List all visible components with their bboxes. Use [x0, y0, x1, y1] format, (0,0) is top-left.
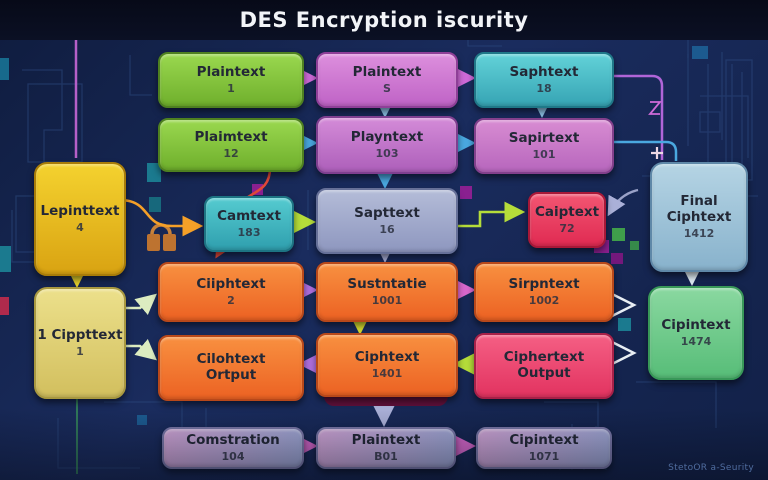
connector-wires [74, 40, 678, 474]
node-plaintext-1: Plaintext 1 [158, 52, 304, 108]
wire-saphtext-to-final [610, 74, 664, 160]
node-label: Plaintext [351, 432, 421, 449]
node-ciiphtext-2: Ciiphtext 2 [158, 262, 304, 322]
node-label: Plaintext [352, 64, 422, 81]
node-final-ciphtext-1412: Final Ciphtext 1412 [650, 162, 748, 272]
node-value: B01 [374, 449, 398, 463]
node-plaintext-b01: Plaintext B01 [316, 427, 456, 469]
node-cilohtext-ortput: Cilohtext Ortput [158, 335, 304, 401]
node-value: 1 [76, 344, 84, 358]
node-label: Cipintext [509, 432, 579, 449]
node-camtext-183: Camtext 183 [204, 196, 294, 252]
node-label: Cipintext [661, 317, 731, 334]
node-value: 1 [227, 81, 235, 95]
arrow-lepinttext-to-camtext [121, 198, 204, 237]
wire-sapirtext-to-final [610, 140, 678, 161]
node-lepinttext-4: Lepinttext 4 [34, 162, 126, 276]
node-label: Caiptext [534, 204, 600, 221]
node-value: 4 [76, 220, 84, 234]
node-label: Plaimtext [194, 129, 268, 146]
node-plaimtext-12: Plaimtext 12 [158, 118, 304, 172]
node-saphtext-18: Saphtext 18 [474, 52, 614, 108]
node-sirpntext-1002: Sirpntext 1002 [474, 262, 614, 322]
node-cipintext-1474: Cipintext 1474 [648, 286, 744, 380]
node-label: Playntext [350, 129, 424, 146]
z-mark-icon [648, 101, 662, 115]
node-label: Ciiphtext [196, 276, 266, 293]
node-sustntatie-1001: Sustntatie 1001 [316, 262, 458, 322]
chevron-output-to-cipintext [607, 338, 637, 368]
node-label: Sirpntext [508, 276, 580, 293]
node-label: Ciphtext [354, 349, 420, 366]
title-bar: DES Encryption iscurity [0, 0, 768, 40]
node-comstration-104: Comstration 104 [162, 427, 304, 469]
node-plaintext-s: Plaintext S [316, 52, 458, 108]
chevron-sirpntext-to-cipintext [607, 290, 637, 320]
arrow-sapttext-to-caiptext [454, 201, 526, 228]
node-value: 72 [559, 221, 575, 235]
node-value: 101 [532, 147, 556, 161]
padlock-icon [147, 223, 176, 251]
node-value: 1412 [683, 226, 715, 240]
watermark-text: StetoOR a-Seurity [668, 463, 754, 473]
node-value: 1002 [528, 293, 560, 307]
node-label: Sustntatie [347, 276, 427, 293]
node-value: 16 [379, 222, 395, 236]
node-value: 104 [221, 449, 245, 463]
node-playntext-103: Playntext 103 [316, 116, 458, 174]
arrow-into-caiptext-right [607, 188, 639, 217]
node-label: Plaintext [196, 64, 266, 81]
node-label: Final Ciphtext [666, 193, 732, 225]
node-value: 18 [536, 81, 552, 95]
plus-icon [651, 147, 663, 159]
node-caiptext-72: Caiptext 72 [528, 192, 606, 248]
node-value: 103 [375, 146, 399, 160]
node-label: Cilohtext Ortput [196, 351, 266, 383]
node-label: Camtext [217, 208, 281, 225]
arrow-cippttext-to-cilohtext [122, 338, 157, 361]
node-cipintext-1071: Cipintext 1071 [476, 427, 612, 469]
node-value: 1474 [680, 334, 712, 348]
node-label: Lepinttext [40, 203, 120, 220]
page-title: DES Encryption iscurity [239, 8, 529, 32]
node-value: 1401 [371, 366, 403, 380]
node-cippttext-1: 1 Cippttext 1 [34, 287, 126, 399]
node-label: Saphtext [509, 64, 579, 81]
arrow-cippttext-to-ciiphtext [122, 293, 157, 316]
node-value: 1071 [528, 449, 560, 463]
node-value: 2 [227, 293, 235, 307]
node-label: Ciphertext Output [503, 349, 585, 381]
node-label: Sapttext [354, 205, 420, 222]
node-ciphertext-output: Ciphertext Output [474, 333, 614, 399]
node-label: Sapirtext [508, 130, 580, 147]
node-sapttext-16: Sapttext 16 [316, 188, 458, 254]
node-label: Comstration [186, 432, 280, 449]
node-value: 1001 [371, 293, 403, 307]
node-sapirtext-101: Sapirtext 101 [474, 118, 614, 174]
node-ciphtext-1401: Ciphtext 1401 [316, 333, 458, 397]
node-value: 12 [223, 146, 239, 160]
node-value: 183 [237, 225, 261, 239]
node-label: 1 Cippttext [37, 327, 123, 344]
node-value: S [383, 81, 391, 95]
